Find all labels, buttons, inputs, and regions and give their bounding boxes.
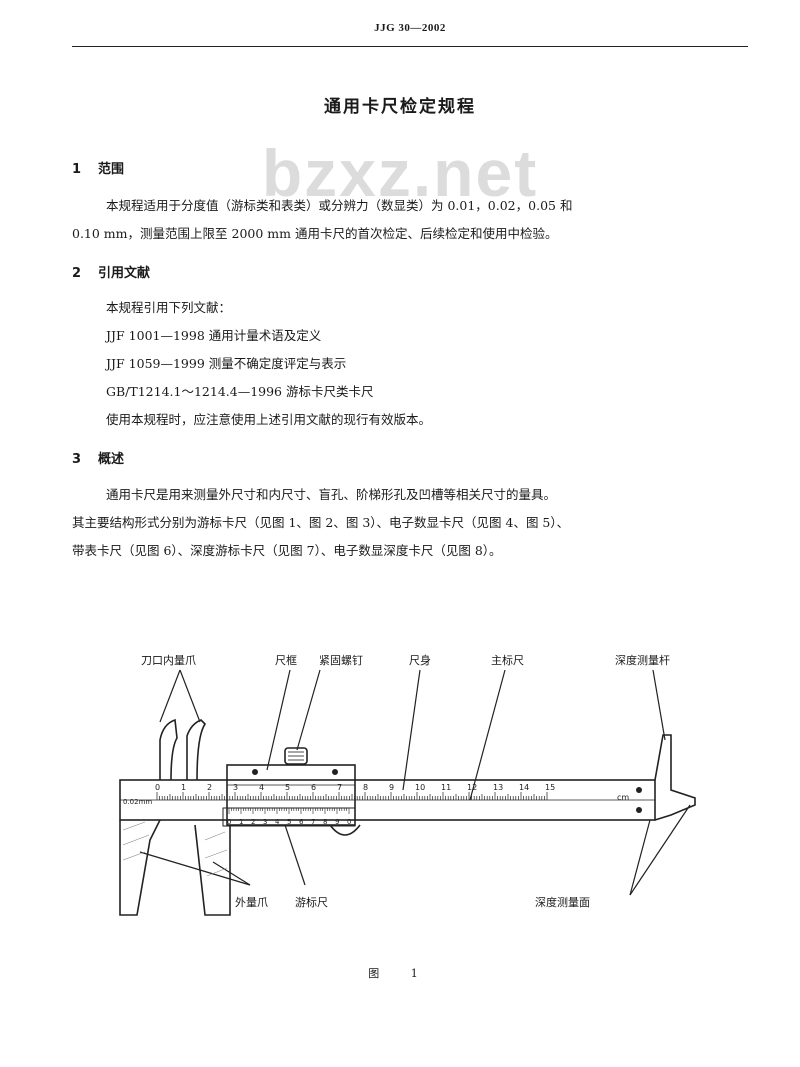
section-2-body: 本规程引用下列文献： JJF 1001—1998 通用计量术语及定义 JJF 1…	[72, 294, 748, 434]
unit-label: cm	[617, 793, 629, 802]
slider-frame-outline	[226, 764, 356, 826]
scale-number: 1	[181, 783, 186, 792]
label-depth-face: 深度测量面	[535, 896, 590, 909]
vernier-number: 1	[239, 818, 243, 826]
label-main-scale: 主标尺	[491, 654, 524, 667]
vernier-number: 5	[287, 818, 291, 826]
scale-number: 6	[311, 783, 316, 792]
scale-number: 10	[415, 783, 425, 792]
label-outer-jaws: 外量爪	[235, 896, 268, 909]
vernier-number: 0	[227, 818, 231, 826]
vernier-number: 9	[335, 818, 339, 826]
section-heading-3: 3 概述	[72, 448, 124, 467]
paragraph-line: 本规程适用于分度值（游标类和表类）或分辨力（数显类）为 0.01，0.02，0.…	[106, 198, 573, 213]
vernier-number: 2	[251, 818, 255, 826]
section-title: 概述	[98, 452, 125, 467]
running-header: JJG 30—2002	[374, 22, 446, 34]
vernier-number: 4	[275, 818, 280, 826]
scale-number: 5	[285, 783, 290, 792]
scale-number: 9	[389, 783, 394, 792]
section-title: 引用文献	[98, 266, 151, 281]
paragraph-line: 使用本规程时，应注意使用上述引用文献的现行有效版本。	[106, 412, 432, 427]
section-3-body: 通用卡尺是用来测量外尺寸和内尺寸、盲孔、阶梯形孔及凹槽等相关尺寸的量具。 其主要…	[72, 481, 748, 565]
section-heading-1: 1 范围	[72, 158, 124, 177]
watermark: bzxz.net	[261, 136, 539, 210]
inner-jaw-moving-shape	[186, 719, 207, 781]
section-1-body: 本规程适用于分度值（游标类和表类）或分辨力（数显类）为 0.01，0.02，0.…	[72, 192, 748, 248]
section-number: 2	[72, 266, 82, 281]
paragraph-line: 通用卡尺是用来测量外尺寸和内尺寸、盲孔、阶梯形孔及凹槽等相关尺寸的量具。	[106, 487, 557, 502]
scale-number: 2	[207, 783, 212, 792]
scale-number: 0	[155, 783, 160, 792]
resolution-label: 0.02mm	[123, 798, 152, 806]
header-rule	[72, 46, 748, 47]
reference-item: JJF 1059—1999 测量不确定度评定与表示	[106, 356, 347, 371]
label-frame: 尺框	[275, 654, 297, 667]
vernier-number: 3	[263, 818, 267, 826]
section-heading-2: 2 引用文献	[72, 262, 150, 281]
scale-number: 12	[467, 783, 477, 792]
scale-number: 4	[259, 783, 264, 792]
label-depth-rod: 深度测量杆	[615, 654, 670, 667]
lock-screw-shape	[284, 747, 308, 765]
document-title: 通用卡尺检定规程	[324, 97, 476, 117]
thumb-wheel	[329, 824, 361, 836]
section-number: 1	[72, 162, 82, 177]
scale-number: 15	[545, 783, 555, 792]
outer-jaw-fixed-shape	[119, 819, 161, 916]
reference-item: JJF 1001—1998 通用计量术语及定义	[106, 328, 322, 343]
paragraph-line: 其主要结构形式分别为游标卡尺（见图 1、图 2、图 3）、电子数显卡尺（见图 4…	[72, 515, 570, 530]
scale-number: 13	[493, 783, 503, 792]
label-lock-screw: 紧固螺钉	[319, 654, 363, 667]
inner-jaw-fixed-shape	[159, 718, 178, 781]
scale-number: 8	[363, 783, 368, 792]
paragraph-line: 本规程引用下列文献：	[106, 300, 232, 315]
reference-item: GB/T1214.1～1214.4—1996 游标卡尺类卡尺	[106, 384, 374, 399]
paragraph-line: 0.10 mm，测量范围上限至 2000 mm 通用卡尺的首次检定、后续检定和使…	[72, 226, 558, 241]
vernier-number: 7	[311, 818, 315, 826]
scale-number: 11	[441, 783, 451, 792]
scale-number: 7	[337, 783, 342, 792]
label-inner-jaws: 刀口内量爪	[141, 654, 196, 667]
section-title: 范围	[98, 162, 125, 177]
paragraph-line: 带表卡尺（见图 6）、深度游标卡尺（见图 7）、电子数显深度卡尺（见图 8）。	[72, 543, 502, 558]
vernier-number: 8	[323, 818, 327, 826]
scale-number: 14	[519, 783, 529, 792]
figure-caption: 图 1	[368, 967, 432, 980]
vernier-number: 6	[299, 818, 304, 826]
scale-number: 3	[233, 783, 238, 792]
label-beam: 尺身	[409, 654, 431, 667]
label-vernier: 游标尺	[295, 896, 328, 909]
vernier-number: 0	[347, 818, 351, 826]
section-number: 3	[72, 452, 82, 467]
